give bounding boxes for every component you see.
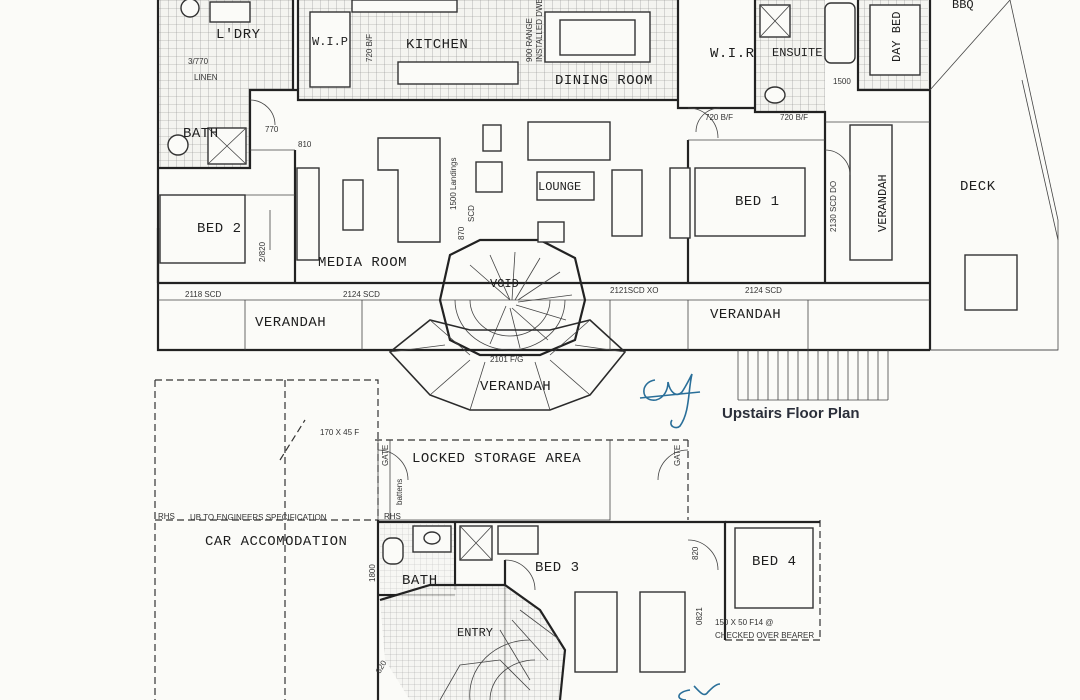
room-label-entry: ENTRY <box>457 626 493 640</box>
signature-mark <box>643 373 693 429</box>
bed-4 <box>734 527 814 609</box>
lounge-chair-1 <box>482 124 502 152</box>
room-label-day-bed: DAY BED <box>890 12 904 62</box>
ensuite-bath <box>824 2 856 64</box>
room-label-bed2: BED 2 <box>197 221 242 237</box>
room-label-car: CAR ACCOMODATION <box>205 534 347 550</box>
dim-2124-right: 2124 SCD <box>745 286 782 295</box>
bed3-bedside-1 <box>574 591 618 673</box>
room-label-downstairs-bath: BATH <box>402 573 438 589</box>
note-bearer-2: CHECKED OVER BEARER <box>715 631 814 640</box>
deck-table <box>964 254 1018 311</box>
dim-1500: 1500 <box>833 77 851 86</box>
dim-1800: 1800 <box>368 564 377 582</box>
island-sink <box>559 19 636 56</box>
lounge-sofa-2 <box>669 167 691 239</box>
room-label-lounge: LOUNGE <box>538 180 581 194</box>
room-label-verandah-bottom: VERANDAH <box>480 379 551 395</box>
room-label-bed1: BED 1 <box>735 194 780 210</box>
kitchen-bench <box>397 61 519 85</box>
bed3-robe <box>497 525 539 555</box>
verandah-bench <box>849 124 893 261</box>
battens-label: battens <box>395 479 404 505</box>
bed-1 <box>694 167 806 237</box>
dim-landings: 1500 Landings <box>449 158 458 211</box>
lounge-chair-2 <box>475 161 503 193</box>
room-label-kitchen: KITCHEN <box>406 37 468 53</box>
kitchen-sink <box>351 0 458 13</box>
media-chair <box>342 179 364 231</box>
laundry-basin <box>180 0 200 18</box>
dim-820-a: 820 <box>691 546 700 560</box>
room-label-void: VOID <box>490 277 519 291</box>
room-label-bath: BATH <box>183 126 219 142</box>
upstairs-plan: L'DRY W.I.P KITCHEN DINING ROOM W.I.R EN… <box>156 0 1059 429</box>
room-label-bed3: BED 3 <box>535 560 580 576</box>
dim-720-a: 720 B/F <box>705 113 733 122</box>
upstairs-title: Upstairs Floor Plan <box>722 405 860 422</box>
lounge-stool <box>537 221 565 243</box>
downstairs-basin <box>423 531 441 545</box>
downstairs-plan: GATE GATE battens LOCKED STORAGE AREA <box>154 379 821 700</box>
room-label-dining: DINING ROOM <box>555 73 653 89</box>
dim-dwb: INSTALLED DWB <box>535 0 544 62</box>
dim-2121: 2121SCD XO <box>610 286 658 295</box>
note-rhs-1: RHS <box>158 512 175 521</box>
room-label-media: MEDIA ROOM <box>318 255 407 271</box>
room-label-locked-storage: LOCKED STORAGE AREA <box>412 451 581 467</box>
dim-2130: 2130 SCD DO <box>829 181 838 232</box>
dim-scd: SCD <box>467 205 476 222</box>
dim-770: 770 <box>265 125 279 134</box>
bed-2 <box>159 194 246 264</box>
dim-2-820: 2/820 <box>258 241 267 262</box>
dim-2124-left: 2124 SCD <box>343 290 380 299</box>
note-ub: UB TO ENGINEERS SPECIFICATION <box>190 513 327 522</box>
room-label-bed4: BED 4 <box>752 554 797 570</box>
media-sectional <box>377 137 441 243</box>
dim-720-c: 720 B/F <box>365 34 374 62</box>
dim-range: 900 RANGE <box>525 18 534 62</box>
dim-720-b: 720 B/F <box>780 113 808 122</box>
note-beam: 170 X 45 F <box>320 428 359 437</box>
lounge-sofa-1 <box>611 169 643 237</box>
dim-2101: 2101 F/G <box>490 355 523 364</box>
room-label-verandah-mid: VERANDAH <box>710 307 781 323</box>
room-label-laundry: L'DRY <box>216 27 261 43</box>
dim-0821: 0821 <box>695 607 704 625</box>
room-label-wir: W.I.R <box>710 46 755 62</box>
entry-tiles <box>380 585 565 700</box>
dining-table <box>527 121 611 161</box>
wip-shelf <box>309 11 351 88</box>
room-label-wip: W.I.P <box>312 35 348 49</box>
day-bed <box>869 4 921 76</box>
toilet <box>167 134 189 156</box>
dim-linen: LINEN <box>194 73 218 82</box>
dim-2118: 2118 SCD <box>185 290 222 299</box>
dim-870: 870 <box>457 226 466 240</box>
room-label-bbq: BBQ <box>952 0 974 12</box>
laundry-tub <box>209 1 251 23</box>
bed3-bedside-2 <box>639 591 686 673</box>
gate-label-1: GATE <box>381 445 390 466</box>
note-bearer-1: 150 X 50 F14 @ <box>715 618 773 627</box>
room-label-verandah-right: VERANDAH <box>876 174 890 232</box>
ensuite-basin <box>764 86 786 104</box>
dim-3-770: 3/770 <box>188 57 209 66</box>
downstairs-toilet <box>382 537 404 565</box>
room-label-verandah-left: VERANDAH <box>255 315 326 331</box>
dim-810: 810 <box>298 140 312 149</box>
lounge-ottoman <box>536 171 595 201</box>
room-label-deck: DECK <box>960 179 996 195</box>
gate-label-2: GATE <box>673 445 682 466</box>
note-rhs-2: RHS <box>384 512 401 521</box>
room-label-ensuite: ENSUITE <box>772 46 822 60</box>
media-sofa-1 <box>296 167 320 261</box>
signature-mark-2 <box>678 683 721 700</box>
